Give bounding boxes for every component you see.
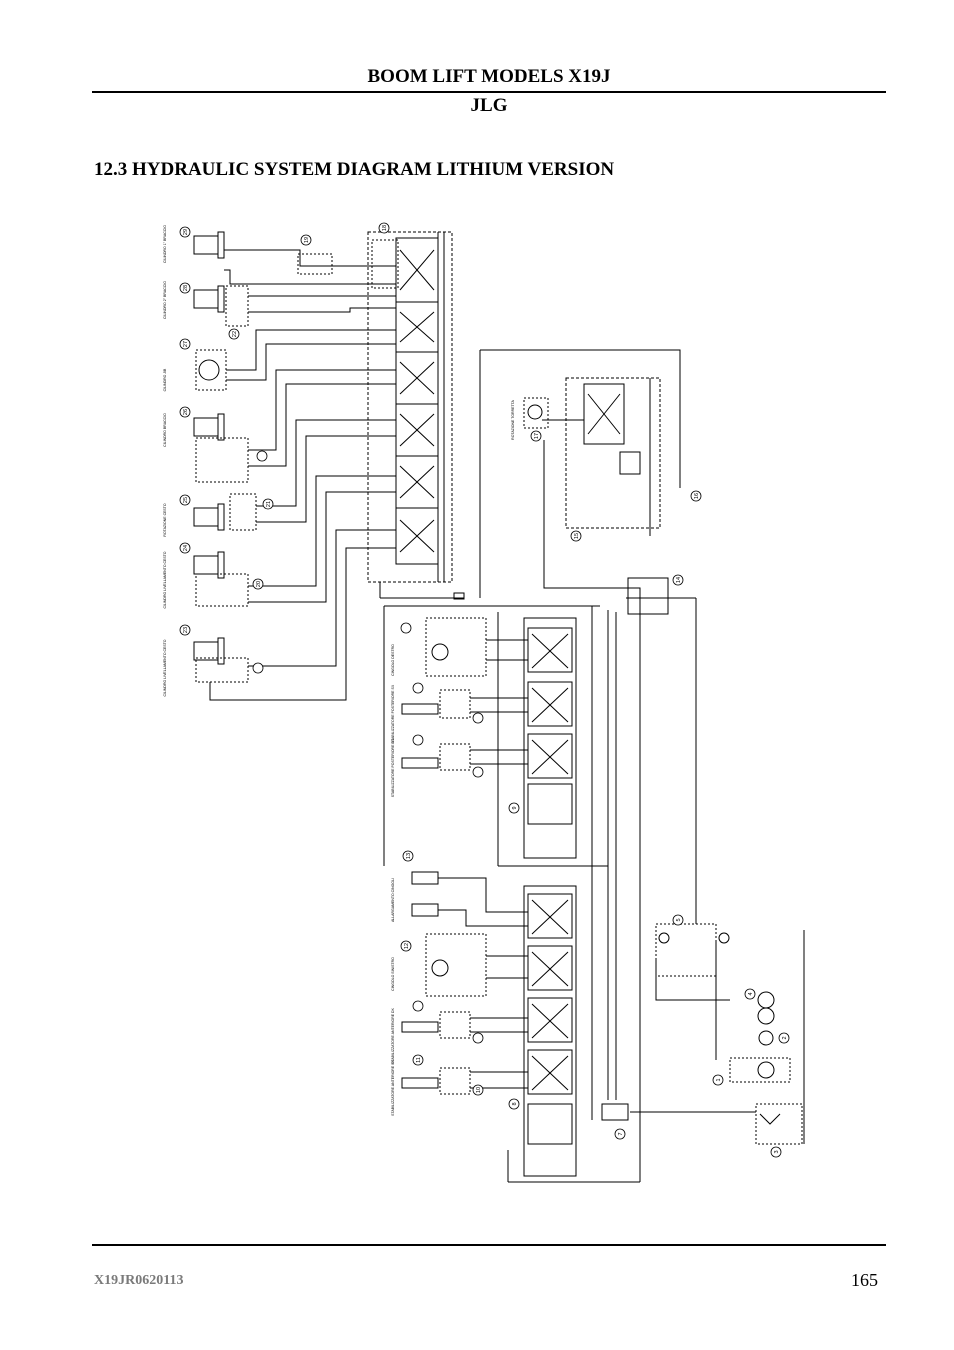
callout-24: 24	[183, 545, 189, 551]
callout-25: 25	[183, 497, 189, 503]
callout-22: 22	[232, 331, 238, 337]
bottom-valve-bank	[401, 871, 641, 1183]
actuator-label: STABILIZZATORE POSTERIORE SX	[391, 684, 395, 743]
actuator-label: ROTAZIONE CESTO	[163, 503, 167, 536]
callout-18: 18	[382, 225, 388, 231]
actuator-label: CILINDRO JIB	[163, 368, 167, 391]
actuator-label: CILINDRO LIVELLAMENTO CESTO	[163, 551, 167, 608]
header-rule	[92, 91, 886, 93]
callout-11: 11	[416, 1057, 422, 1063]
callout-21: 21	[266, 501, 272, 507]
document-header-title: BOOM LIFT MODELS X19J	[367, 66, 611, 87]
callout-23: 23	[183, 627, 189, 633]
callout-29: 29	[183, 229, 189, 235]
footer-rule	[92, 1244, 886, 1246]
actuator-label: STABILIZZATORE ANTERIORE SX	[391, 1060, 395, 1116]
callout-markers	[179, 222, 790, 1158]
callout-28: 28	[183, 285, 189, 291]
callout-19: 19	[304, 237, 310, 243]
callout-4: 4	[748, 992, 754, 995]
middle-valve-bank	[383, 605, 617, 1120]
actuator-label: CILINDRO 1° BRACCIO	[163, 225, 167, 263]
callout-15: 15	[574, 533, 580, 539]
page-number: 165	[851, 1270, 878, 1290]
actuator-label: ROTAZIONE TORRETTA	[511, 400, 515, 440]
callout-1: 1	[716, 1078, 722, 1081]
callout-10: 10	[476, 1087, 482, 1093]
callout-17: 17	[534, 433, 540, 439]
actuator-label: ALLARGAMENTO CINGOLI	[391, 878, 395, 922]
actuator-label: CILINDRO LIVELLAMENTO CESTO	[163, 639, 167, 696]
callout-9: 9	[512, 806, 518, 809]
actuator-label: CINGOLO DESTRO	[391, 644, 395, 676]
document-header-brand: JLG	[470, 95, 508, 116]
top-piping	[209, 249, 396, 701]
document-code: X19JR0620113	[94, 1273, 184, 1288]
callout-27: 27	[183, 341, 189, 347]
main-valve-bank	[367, 231, 465, 600]
callout-8: 8	[512, 1102, 518, 1105]
actuator-label: CILINDRO 2° BRACCIO	[163, 281, 167, 319]
actuator-label: STABILIZZATORE POSTERIORE DX	[391, 738, 395, 797]
callout-3: 3	[774, 1150, 780, 1153]
callout-2: 2	[782, 1036, 788, 1039]
callout-20: 20	[256, 581, 262, 587]
section-title: 12.3 HYDRAULIC SYSTEM DIAGRAM LITHIUM VE…	[94, 159, 615, 180]
basket-rotation-group	[479, 349, 681, 598]
callout-14: 14	[676, 577, 682, 583]
callout-26: 26	[183, 409, 189, 415]
callout-7: 7	[618, 1132, 624, 1135]
power-unit	[626, 577, 805, 1145]
callout-12: 12	[404, 943, 410, 949]
callout-5: 5	[676, 918, 682, 921]
actuator-label: STABILIZZATORE ANTERIORE DX	[391, 1007, 395, 1063]
callout-13: 13	[406, 853, 412, 859]
actuator-label: CILINDRO BRACCIO	[163, 413, 167, 447]
callout-16: 16	[694, 493, 700, 499]
actuator-label: CINGOLO SINISTRO	[391, 957, 395, 991]
